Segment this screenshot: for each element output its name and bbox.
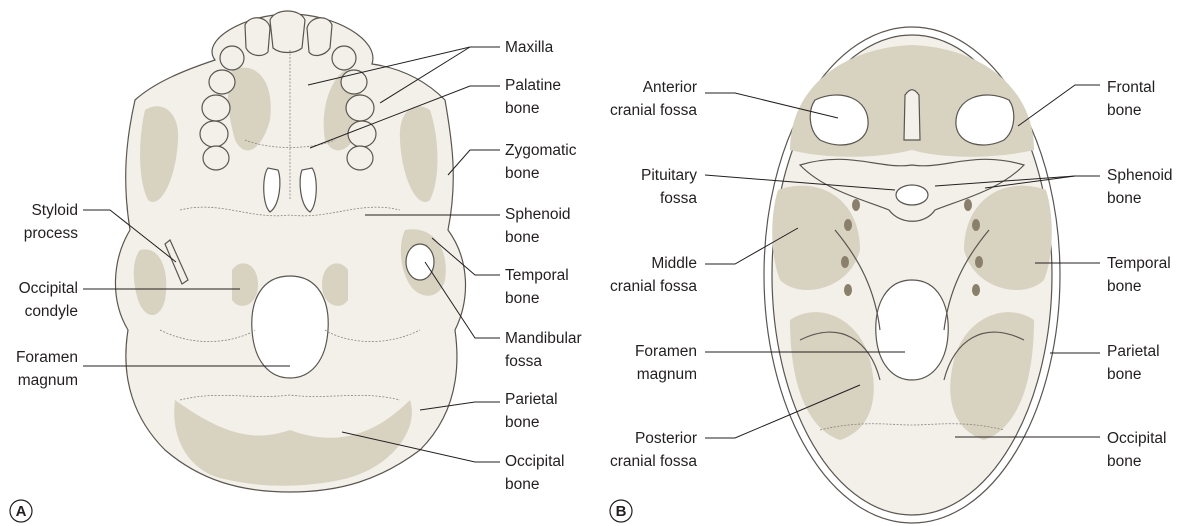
label-maxilla: Maxilla (505, 39, 554, 56)
mandibular-fossa (406, 244, 434, 280)
foramen-magnum-a (252, 276, 328, 378)
anterior-fossa-right (956, 95, 1014, 145)
svg-text:A: A (16, 503, 27, 520)
foramen-magnum-b (876, 280, 948, 380)
panel-letter-b: B (610, 500, 632, 522)
panel-a-skull-inferior-view (115, 11, 465, 492)
svg-text:B: B (616, 503, 627, 520)
crista-galli (904, 90, 920, 140)
panel-letter-a: A (10, 500, 32, 522)
anterior-fossa-left (810, 95, 868, 145)
pituitary-fossa (896, 185, 928, 205)
panel-b-skull-internal-view (764, 27, 1060, 523)
